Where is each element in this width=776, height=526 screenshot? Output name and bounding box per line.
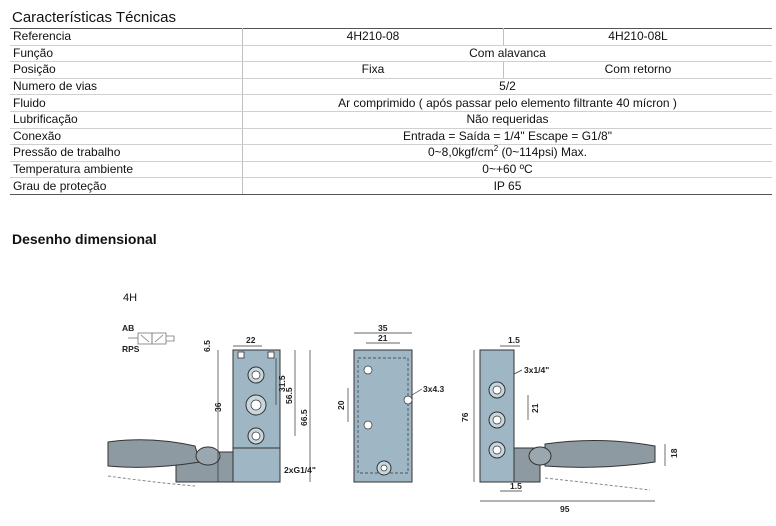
section-title: Características Técnicas	[12, 9, 176, 26]
valve-top-view	[353, 349, 413, 483]
row-label: Pressão de trabalho	[10, 144, 243, 162]
dim-76: 76	[460, 412, 470, 422]
symbol-rps: RPS	[122, 344, 140, 354]
row-label: Referencia	[10, 28, 243, 46]
side-view-dimensions	[473, 345, 666, 502]
dim-1-5-bottom: 1.5	[510, 481, 522, 491]
table-row: Fluido Ar comprimido ( após passar pelo …	[10, 94, 772, 112]
table-row: Lubrificação Não requeridas	[10, 111, 772, 129]
table-row: Numero de vias 5/2	[10, 78, 772, 96]
table-row: Função Com alavanca	[10, 45, 772, 63]
dim-3x4-3: 3x4.3	[423, 384, 445, 394]
pressure-psi: (0~114psi) Max.	[498, 145, 587, 160]
valve-front-view	[107, 349, 281, 487]
port-label: 2xG1/4"	[284, 465, 316, 475]
top-view-dimensions	[347, 332, 423, 422]
dim-18: 18	[669, 448, 679, 458]
table-row: Temperatura ambiente 0~+60 ºC	[10, 161, 772, 179]
pressure-range: 0~8,0kgf/cm	[428, 145, 494, 160]
dim-31-5: 31.5	[277, 375, 287, 392]
row-label: Posição	[10, 61, 243, 79]
row-value: 5/2	[242, 78, 772, 96]
row-value: Entrada = Saída = 1/4" Escape = G1/8"	[242, 128, 772, 146]
row-label: Fluido	[10, 94, 243, 112]
row-label: Grau de proteção	[10, 177, 243, 195]
table-row: Conexão Entrada = Saída = 1/4" Escape = …	[10, 128, 772, 146]
front-view-dimensions	[217, 345, 311, 482]
symbol-ab: AB	[122, 323, 134, 333]
lever-handle-icon	[107, 439, 201, 468]
table-row: Posição Fixa Com retorno	[10, 61, 772, 79]
dim-56-5: 56.5	[284, 387, 294, 404]
dim-66-5: 66.5	[299, 409, 309, 426]
dim-6-5: 6.5	[202, 340, 212, 352]
row-value: Ar comprimido ( após passar pelo element…	[242, 94, 772, 112]
row-value: IP 65	[242, 177, 772, 195]
table-row: Referencia 4H210-08 4H210-08L	[10, 28, 772, 46]
model-label: 4H	[123, 292, 138, 304]
row-label: Numero de vias	[10, 78, 243, 96]
row-label: Lubrificação	[10, 111, 243, 129]
row-value: 0~8,0kgf/cm2 (0~114psi) Max.	[242, 144, 772, 162]
table-row: Pressão de trabalho 0~8,0kgf/cm2 (0~114p…	[10, 144, 772, 162]
row-value: Fixa	[242, 61, 504, 79]
valve-side-view	[479, 349, 656, 491]
pressure-exponent: 2	[493, 144, 499, 154]
row-label: Função	[10, 45, 243, 63]
dim-1-5-top: 1.5	[508, 335, 520, 345]
dim-3x1-4: 3x1/4"	[524, 365, 549, 375]
table-row: Grau de proteção IP 65	[10, 177, 772, 195]
dim-21-side: 21	[530, 403, 540, 413]
dim-22: 22	[246, 335, 256, 345]
dim-21-top: 21	[378, 333, 388, 343]
dim-35: 35	[378, 323, 388, 333]
dim-36: 36	[213, 402, 223, 412]
spec-table: Referencia 4H210-08 4H210-08L Função Com…	[10, 28, 772, 195]
lever-handle-icon	[544, 439, 656, 468]
row-value: 4H210-08	[242, 28, 504, 46]
row-value: 0~+60 ºC	[242, 161, 772, 179]
row-value: Com alavanca	[242, 45, 772, 63]
drawing-heading: Desenho dimensional	[12, 231, 157, 247]
row-label: Temperatura ambiente	[10, 161, 243, 179]
dim-20: 20	[336, 400, 346, 410]
row-label: Conexão	[10, 128, 243, 146]
row-value: Com retorno	[503, 61, 772, 79]
row-value: Não requeridas	[242, 111, 772, 129]
dim-95: 95	[560, 504, 570, 514]
row-value: 4H210-08L	[503, 28, 772, 46]
dimensional-drawing: AB RPS 22 6.5 31.5 36 56.5 66.5 2xG1/4"	[107, 323, 679, 514]
valve-symbol-icon	[128, 332, 175, 345]
